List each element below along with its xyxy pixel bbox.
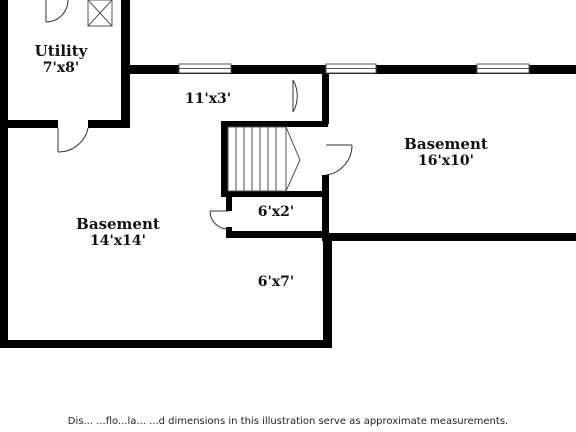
wall-closet-left-lower [226, 227, 232, 238]
wall-utility-right [121, 0, 130, 128]
wall-stair-top [221, 121, 328, 127]
wall-partition-mid [322, 175, 329, 241]
room-basement-right-dims: 16'x10' [418, 153, 474, 169]
wall-utility-bottom-b [88, 120, 130, 128]
wall-partition-upper [322, 74, 329, 124]
wall-stair-bottom [221, 191, 328, 197]
room-utility-name: Utility [35, 42, 89, 60]
wall-stair-left [221, 121, 228, 193]
wall-left [0, 0, 8, 348]
room-utility-dims: 7'x8' [43, 60, 79, 76]
room-basement-right-name: Basement [404, 135, 488, 153]
wall-utility-bottom-a [0, 120, 58, 128]
doors [45, 0, 353, 230]
room-basement-left-name: Basement [76, 215, 160, 233]
room-labels: Utility 7'x8' 11'x3' Basement 16'x10' Ba… [35, 42, 488, 290]
wall-lower-right [323, 233, 332, 348]
wall-bottom [0, 340, 332, 348]
wall-closet-bottom [226, 231, 328, 238]
disclaimer-text: Dis... ...flo...la... ...d dimensions in… [67, 416, 509, 427]
room-basement-left-dims: 14'x14' [90, 233, 146, 249]
wall-closet-left [226, 193, 232, 211]
staircase [227, 126, 301, 192]
wall-right-bottom [323, 233, 576, 241]
room-closet-dims: 6'x2' [258, 204, 294, 220]
room-small-dims: 6'x7' [258, 274, 294, 290]
windows [178, 63, 530, 74]
room-hall-dims: 11'x3' [185, 91, 231, 107]
